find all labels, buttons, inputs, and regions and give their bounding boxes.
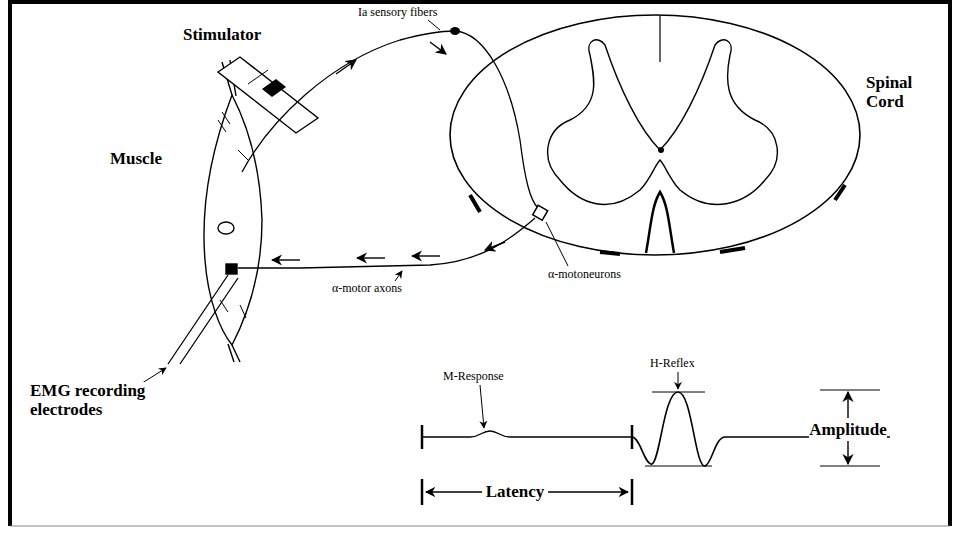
part-label: Spinal Cord [866,74,938,111]
stimulator [262,79,286,97]
amplitude-line [645,466,712,467]
muscle [204,95,262,345]
leader-line [428,20,440,30]
stimulator [218,57,318,133]
amplitude-tick [820,465,880,466]
flow-arrow [485,242,505,250]
dorsal-septum [659,16,660,62]
electrode-contact [226,264,237,274]
amplitude-arrow [847,392,848,418]
cord-mark [600,252,620,254]
latency-tick [421,479,424,505]
amplitude-tick [820,389,880,390]
part-label: Muscle [110,150,162,169]
dorsal-root-ganglion [450,27,460,35]
emg-electrode-leads [168,275,238,364]
measure-label: Amplitude [809,421,886,440]
alpha-motor-axon [238,218,535,268]
ventral-fissure [646,192,674,253]
emg-trace [421,425,424,449]
electrode-label: EMG recording electrodes [30,382,170,419]
tendon [222,60,240,362]
latency-arrow [426,491,482,492]
flow-arrow [272,259,300,260]
latency-arrow [548,491,628,492]
signal-label: M-Response [443,370,504,383]
pointer-arrow [678,372,679,389]
emg-trace [632,392,890,466]
spinal-cord [450,15,860,255]
latency-tick [631,479,634,505]
flow-arrow [357,257,385,258]
cord-mark [835,185,845,200]
signal-label: H-Reflex [650,357,695,370]
flow-arrow [336,60,356,74]
measure-label: Latency [486,483,545,502]
neuron-label: α-motoneurons [548,268,621,281]
axon-label: α-motor axons [332,282,402,295]
emg-trace [422,372,890,505]
frame [10,526,950,527]
frame [10,2,950,526]
leader-line [395,271,402,281]
stimulator [218,57,318,133]
stimulator [248,70,268,84]
emg-trace [631,425,634,449]
emg-trace [422,431,632,437]
part-label: Stimulator [183,26,261,45]
spinal-cord [450,15,860,255]
pointer-arrow [480,385,484,428]
muscle [204,60,262,362]
flow-arrow [412,255,440,256]
fiber-label: Ia sensory fibers [358,6,437,19]
amplitude-line [652,392,705,393]
leader-line [546,222,568,266]
cord-mark [470,195,480,212]
flow-arrow [430,42,446,54]
central-canal [658,147,664,153]
muscle-striation [218,112,248,318]
muscle-spindle [218,222,234,234]
gray-matter [548,40,778,205]
amplitude-arrow [847,441,848,464]
cord-mark [720,248,745,252]
ia-sensory-fiber [242,31,538,208]
